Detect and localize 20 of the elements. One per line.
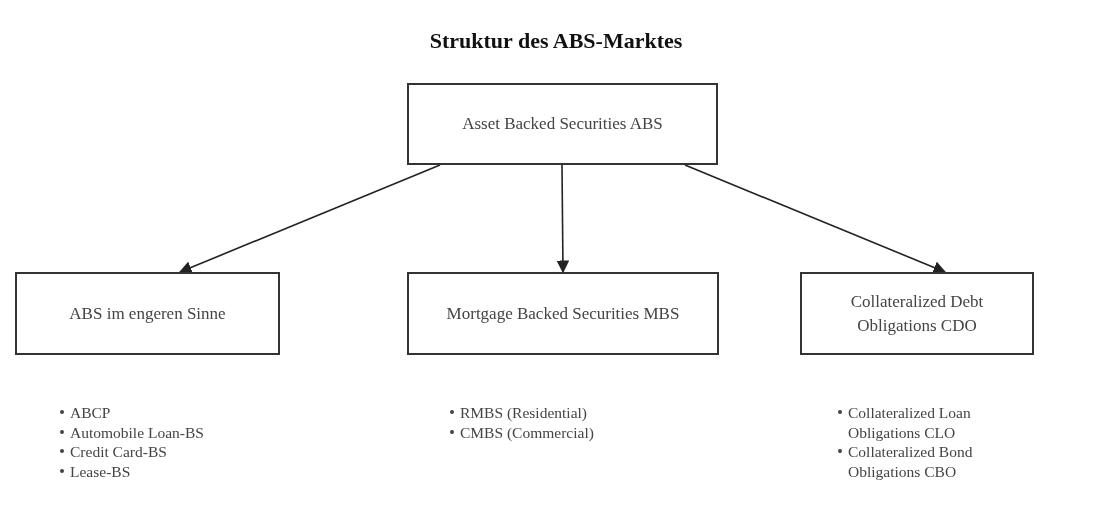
diagram-title: Struktur des ABS-Marktes	[429, 28, 683, 54]
list-item-text: Credit Card-BS	[70, 442, 167, 462]
category-box	[407, 83, 718, 165]
list-item-text: Collateralized Loan Obligations CLO	[848, 403, 972, 442]
arrow	[684, 164, 947, 274]
box-label: Asset Backed Securities ABS	[462, 113, 663, 136]
list-item-text: ABCP	[70, 403, 111, 423]
box-label: ABS im engeren Sinne	[69, 302, 226, 325]
box-label: Mortgage Backed Securities MBS	[446, 302, 680, 325]
list-item-text: Collateralized Bond Obligations CBO	[848, 442, 974, 481]
category-box	[407, 272, 719, 355]
list-item-text: RMBS (Residential)	[460, 403, 587, 423]
arrow	[178, 164, 441, 274]
arrow	[556, 164, 570, 274]
category-box	[15, 272, 280, 355]
list-item-text: CMBS (Commercial)	[460, 422, 594, 442]
box-label: Collateralized Debt Obligations CDO	[849, 290, 985, 337]
list-item-text: Lease-BS	[70, 461, 131, 481]
list-item-text: Automobile Loan-BS	[70, 422, 204, 442]
category-box	[800, 272, 1034, 355]
